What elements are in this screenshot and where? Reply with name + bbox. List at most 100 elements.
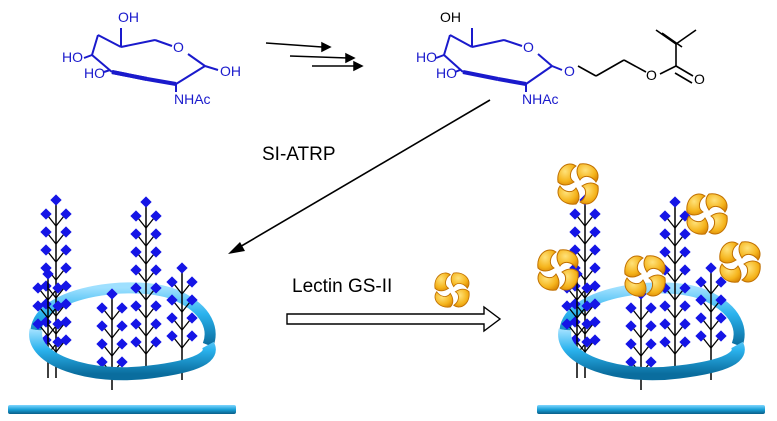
- brush-branch: [173, 301, 183, 313]
- brush-branch: [137, 217, 147, 229]
- brush-branch: [674, 325, 684, 337]
- sugar-unit: [186, 330, 198, 342]
- brush-branch: [576, 325, 586, 337]
- sugar-unit: [569, 226, 581, 238]
- brush-branch: [576, 251, 586, 263]
- brush-branch: [173, 337, 183, 349]
- sugar-unit: [625, 338, 637, 350]
- brush-branch: [181, 283, 191, 295]
- brush-branch: [702, 301, 712, 313]
- brush-branch: [145, 307, 155, 319]
- brush-branch: [47, 323, 57, 335]
- bound-lectins: [537, 163, 761, 297]
- sugar-unit: [581, 318, 593, 330]
- sugar-unit: [679, 336, 691, 348]
- brush-branch: [47, 287, 57, 299]
- brush-branch: [39, 325, 49, 337]
- sugar-unit: [150, 300, 162, 312]
- sugar-unit: [130, 264, 142, 276]
- glcnac-ho-mid: HO: [84, 65, 105, 81]
- brush-branch: [710, 319, 720, 331]
- brush-branch: [568, 325, 578, 337]
- right-substrate: [537, 405, 765, 414]
- sugar-unit: [32, 318, 44, 330]
- sugar-unit: [176, 262, 188, 274]
- sugar-unit: [589, 226, 601, 238]
- sugar-unit: [625, 302, 637, 314]
- brush-branch: [674, 253, 684, 265]
- brush-branch: [103, 345, 113, 357]
- sugar-unit: [166, 276, 178, 288]
- sugar-unit: [715, 294, 727, 306]
- sugar-unit: [589, 316, 601, 328]
- sugar-unit: [589, 244, 601, 256]
- brush-branch: [47, 233, 57, 245]
- brush-branch: [103, 309, 113, 321]
- brush-branch: [39, 307, 49, 319]
- sugar-unit: [679, 300, 691, 312]
- bound-lectin: [686, 193, 728, 235]
- sugar-unit: [715, 312, 727, 324]
- sugar-unit: [679, 318, 691, 330]
- brush-branch: [47, 215, 57, 227]
- sugar-unit: [42, 268, 54, 280]
- sugar-unit: [150, 264, 162, 276]
- monomer-ring-o: O: [523, 39, 534, 55]
- sugar-unit: [659, 318, 671, 330]
- sugar-unit: [569, 316, 581, 328]
- brush-branch: [145, 253, 155, 265]
- brush-branch: [666, 235, 676, 247]
- right-ring-front: [558, 328, 745, 381]
- sugar-unit: [186, 294, 198, 306]
- sugar-unit: [186, 276, 198, 288]
- sugar-unit: [32, 300, 44, 312]
- sugar-unit: [645, 320, 657, 332]
- brush-branch: [710, 301, 720, 313]
- glycomonomer-molecule: OH HO HO O O O O NHAc: [416, 9, 705, 107]
- multi-step-arrow-icon: [265, 41, 364, 72]
- glcnac-ring-o: O: [173, 39, 184, 55]
- sugar-unit: [659, 300, 671, 312]
- brush-branch: [710, 337, 720, 349]
- step1-label: SI-ATRP: [262, 144, 336, 165]
- brush-branch: [576, 287, 586, 299]
- brush-branch: [584, 305, 594, 317]
- sugar-unit: [669, 196, 681, 208]
- brush-branch: [55, 251, 65, 263]
- sugar-unit: [589, 298, 601, 310]
- sugar-unit: [40, 226, 52, 238]
- glcnac-ho-left: HO: [62, 49, 83, 65]
- glcnac-nhac: NHAc: [174, 91, 211, 107]
- sugar-unit: [50, 194, 62, 206]
- monomer-link-o: O: [564, 63, 575, 79]
- brush-branch: [576, 307, 586, 319]
- hollow-arrow-icon: [286, 305, 502, 333]
- sugar-unit: [166, 330, 178, 342]
- brush-branch: [145, 271, 155, 283]
- brush-branch: [137, 325, 147, 337]
- sugar-unit: [40, 244, 52, 256]
- glycopolymer-brush: [130, 196, 162, 370]
- sugar-unit: [659, 336, 671, 348]
- monomer-ho-mid: HO: [436, 65, 457, 81]
- sugar-unit: [645, 338, 657, 350]
- brush-branch: [111, 309, 121, 321]
- sugar-unit: [695, 330, 707, 342]
- brush-branch: [47, 305, 57, 317]
- monomer-ho-left: HO: [416, 49, 437, 65]
- left-ring-back: [30, 282, 216, 348]
- brush-branch: [47, 325, 57, 337]
- lectin-shape: [624, 255, 666, 297]
- sugar-unit: [659, 210, 671, 222]
- bound-lectin: [557, 163, 599, 205]
- brush-branch: [137, 343, 147, 355]
- monomer-oh-top: OH: [440, 9, 461, 25]
- sugar-unit: [130, 282, 142, 294]
- sugar-unit: [715, 330, 727, 342]
- monomer-nhac: NHAc: [522, 91, 559, 107]
- brush-branch: [710, 283, 720, 295]
- brush-branch: [103, 327, 113, 339]
- brush-branch: [137, 289, 147, 301]
- left-ring-front: [29, 328, 216, 381]
